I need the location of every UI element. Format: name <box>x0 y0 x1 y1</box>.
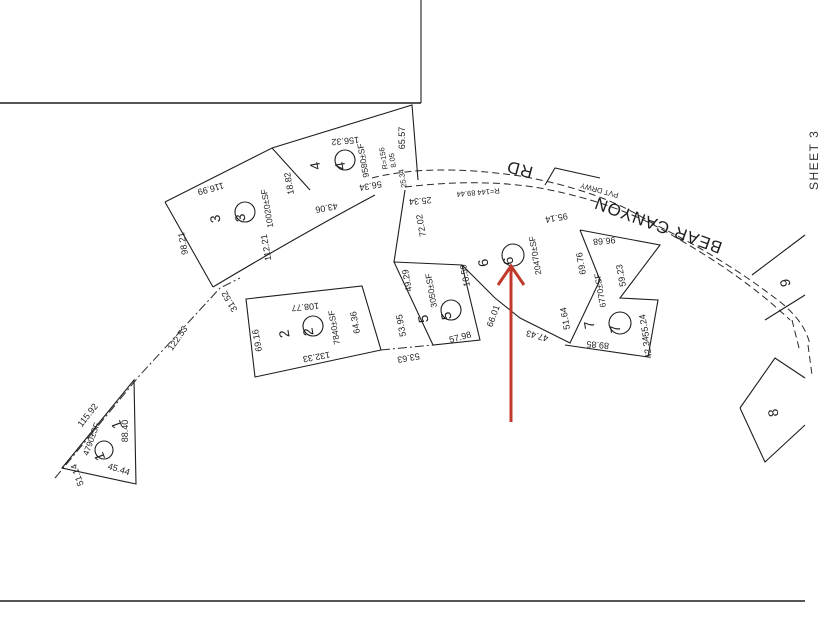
road-label-rd: RD <box>504 157 535 182</box>
lot-6-dim-a: 72.02 <box>414 214 428 238</box>
lot-1-dim-d: 51.14 <box>69 463 86 488</box>
lot-1-dim-c: 45.44 <box>107 461 131 477</box>
lot-5-circle-number: 5 <box>437 310 454 321</box>
lot-7-dim-d: 51.64 <box>558 307 572 331</box>
lot-7-dim-g: 55.24 <box>637 314 651 338</box>
lot-2-area: 7840±SF <box>326 310 342 346</box>
lot-7-dim-a: 69.76 <box>574 252 588 276</box>
lot-6-circle-number: 6 <box>499 255 516 266</box>
lot-2: 2 2 7840±SF 108.77 69.16 132.33 64.36 <box>245 285 382 378</box>
lot-7-dim-f: 89.85 <box>586 339 609 351</box>
lot-5: 5 5 3050±SF 49.29 53.95 57.98 <box>393 261 481 346</box>
lot-9-number: 9 <box>776 277 793 288</box>
lot-4-dim-c: 43.06 <box>315 201 339 215</box>
lot-3-dim-c: 112.21 <box>259 233 274 261</box>
lot-6-dim-b: 95.14 <box>545 211 569 225</box>
lot-4-dim-e: R=156 <box>377 147 390 171</box>
easement-dim-c: 53.63 <box>397 351 421 365</box>
lot-3-number: 3 <box>206 213 223 224</box>
lot-5-dim-b: 53.95 <box>394 314 408 338</box>
lot-3-circle-number: 3 <box>231 212 248 223</box>
lot-3-dim-a: 116.99 <box>197 181 226 198</box>
adjacent-lot-8: 8 <box>739 357 806 463</box>
lot-7-dim-c: 59.23 <box>614 264 628 288</box>
lot-4: 4 4 9580±SF 156.32 18.82 43.06 65.57 R=1… <box>271 104 419 215</box>
lot-7-area: 6770±SF <box>592 273 608 309</box>
lot-5-area: 3050±SF <box>423 273 439 309</box>
lot-2-dim-b: 69.16 <box>250 329 264 353</box>
lot-2-circle-number: 2 <box>299 326 316 337</box>
lot-5-number: 5 <box>414 313 431 324</box>
frame-lines <box>0 0 805 602</box>
lot-2-dim-a: 108.77 <box>291 301 319 313</box>
easement-dim-a: 122.53 <box>166 324 190 352</box>
lot-5-dim-a: 49.29 <box>400 269 414 293</box>
road-edges <box>371 169 813 376</box>
lot-4-area: 9580±SF <box>355 143 371 179</box>
lot-6-number: 6 <box>474 257 491 268</box>
sheet-label: SHEET 3 <box>807 130 821 190</box>
lot-1: 1 1 4790±SF 115.92 88.40 45.44 51.14 <box>61 378 137 488</box>
lot-4-dim-b: 18.82 <box>282 172 296 196</box>
lot-7-dim-b: 96.68 <box>593 235 616 247</box>
driveway-leader <box>544 167 601 186</box>
lot-1-dim-b: 88.40 <box>120 420 130 443</box>
lot-4-dim-g: 56.34 <box>359 179 383 193</box>
lot-4-dim-f: 8.05 <box>387 152 398 168</box>
lot-4-circle-number: 4 <box>331 160 348 171</box>
lot-6-curve-note: R=144 89.44 <box>456 186 500 199</box>
lot-6-dim-d: 66.01 <box>485 304 502 329</box>
lot-4-dim-d: 65.57 <box>397 127 407 150</box>
adjacent-lot-9: 9 <box>751 234 806 321</box>
connector-line <box>380 344 434 351</box>
lot-4-dim-h: 25.34 <box>396 168 408 188</box>
highlight-arrow <box>496 263 526 422</box>
lot-6-dim-c: 10.59 <box>458 264 472 288</box>
lot-2-dim-c: 132.33 <box>302 350 331 365</box>
easement-dim-b: 31.52 <box>219 289 239 314</box>
lot-7-dim-h: 42.34 <box>640 336 654 360</box>
lot-2-number: 2 <box>275 328 292 339</box>
lot-8-number: 8 <box>764 407 781 418</box>
lot-7-number: 7 <box>580 319 597 330</box>
easement-line <box>54 277 241 479</box>
lot-7: 7 7 6770±SF 69.76 96.68 59.23 51.64 47.4… <box>525 229 661 360</box>
lot-3: 3 3 10020±SF 116.99 98.21 112.21 <box>164 147 376 288</box>
lot-3-dim-b: 98.21 <box>176 232 190 256</box>
lot-6-dim-e: 25.34 <box>409 195 432 207</box>
lot-6-area: 20470±SF <box>527 235 544 275</box>
lot-3-area: 10020±SF <box>259 188 276 228</box>
lot-4-number: 4 <box>306 160 323 171</box>
lot-7-circle-number: 7 <box>606 323 623 334</box>
lot-2-dim-d: 64.36 <box>348 311 362 335</box>
lot-4-dim-a: 156.32 <box>331 135 359 147</box>
